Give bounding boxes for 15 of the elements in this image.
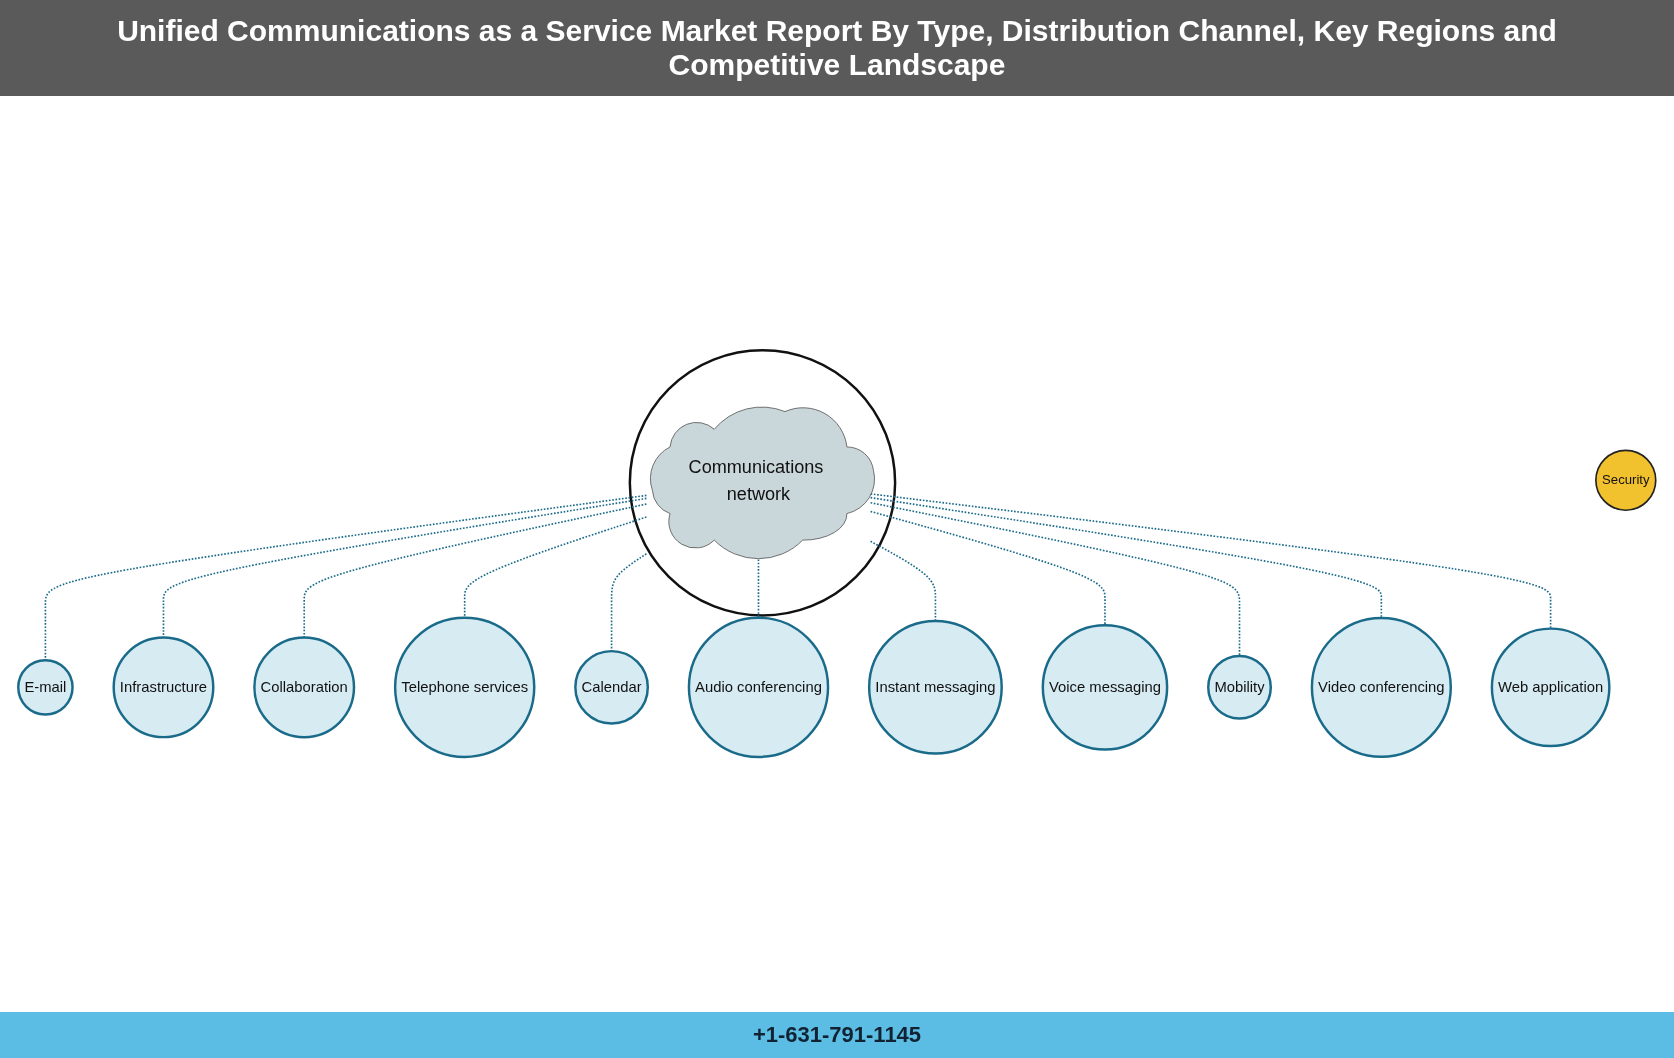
connector [869,493,1552,630]
node-circle: Mobility [1207,655,1272,721]
node-circle: Infrastructure [112,636,215,739]
node-circle: Telephone services [393,617,536,759]
title-banner: Unified Communications as a Service Market Report By Type, Distribution Channel, Key Regions and Competitive Landscape [0,0,1674,96]
node-circle: Voice messaging [1041,624,1169,752]
phone-number: +1-631-791-1145 [752,1022,922,1048]
node-circle: Collaboration [253,636,356,739]
node-circle: Instant messaging [867,620,1003,756]
node-circle: Video conferencing [1310,617,1452,759]
node-circle: Security [1595,449,1657,512]
node-circle: Audio conferencing [687,617,830,759]
node-circle: E-mail [17,659,74,717]
node-circle: Web application [1490,627,1611,748]
node-circle: Calendar [574,650,650,726]
